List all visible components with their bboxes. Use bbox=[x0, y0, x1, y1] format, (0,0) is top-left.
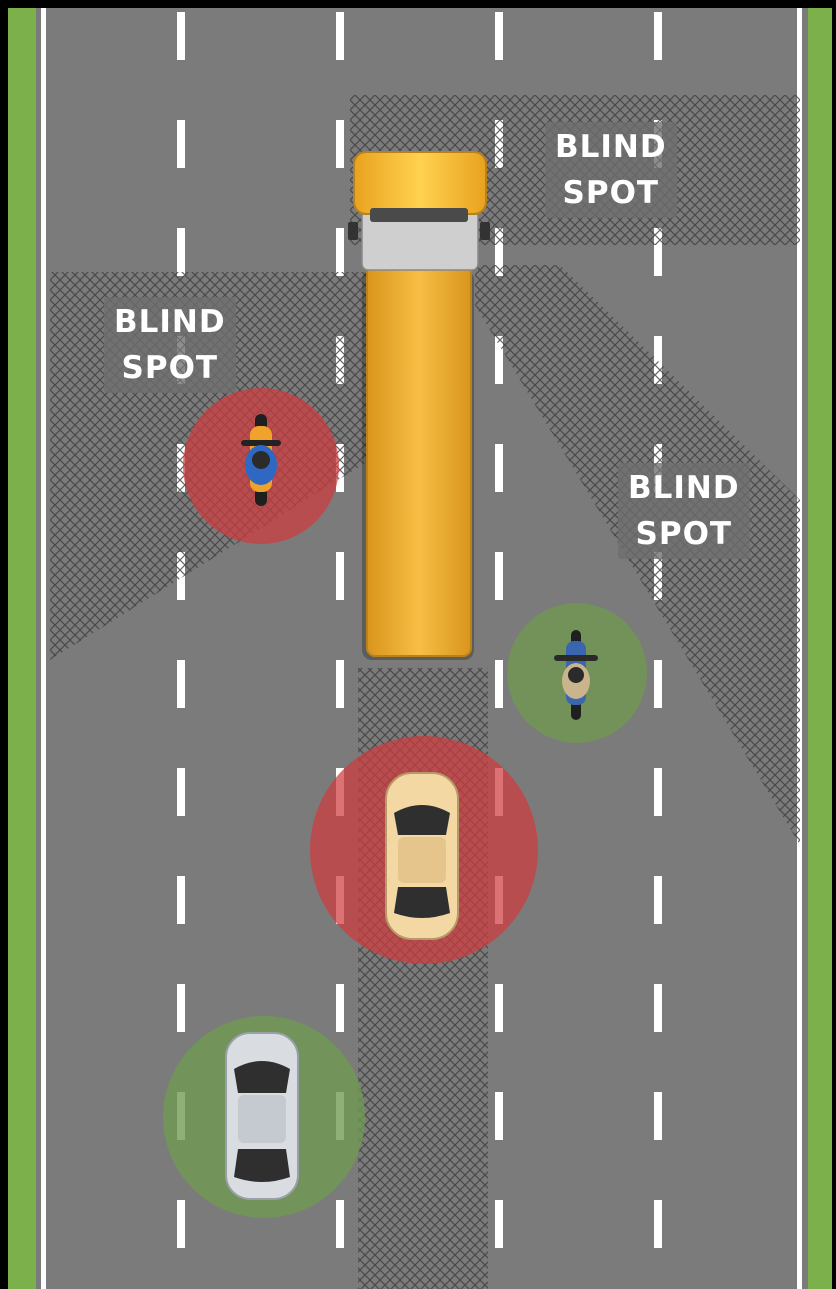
lane-dash bbox=[177, 228, 185, 276]
truck-trailer bbox=[367, 262, 471, 656]
car-beige bbox=[386, 773, 458, 939]
blind-spot-label-left: BLIND SPOT bbox=[104, 297, 236, 393]
blind-spot-label-line2: SPOT bbox=[114, 345, 226, 391]
lane-dash bbox=[654, 12, 662, 60]
lane-dash bbox=[177, 120, 185, 168]
lane-dash bbox=[177, 12, 185, 60]
lane-dash bbox=[336, 12, 344, 60]
lane-dash bbox=[654, 1092, 662, 1140]
blind-spot-label-line2: SPOT bbox=[628, 511, 740, 557]
truck-windshield bbox=[370, 208, 468, 222]
lane-dash bbox=[495, 984, 503, 1032]
lane-dash bbox=[495, 444, 503, 492]
blind-spot-label-line1: BLIND bbox=[114, 299, 226, 345]
lane-dash bbox=[495, 552, 503, 600]
lane-dash bbox=[336, 984, 344, 1032]
lane-dash bbox=[177, 660, 185, 708]
lane-dash bbox=[336, 120, 344, 168]
blind-spot-label-line2: SPOT bbox=[555, 170, 667, 216]
truck-mirror-left bbox=[348, 222, 358, 240]
truck bbox=[348, 152, 490, 660]
lane-dash bbox=[336, 552, 344, 600]
lane-dash bbox=[654, 660, 662, 708]
blind-spot-label-front-right: BLIND SPOT bbox=[545, 122, 677, 218]
truck-mirror-right bbox=[480, 222, 490, 240]
lane-dash bbox=[336, 228, 344, 276]
lane-dash bbox=[654, 984, 662, 1032]
lane-dash bbox=[177, 768, 185, 816]
blind-spot-label-line1: BLIND bbox=[555, 124, 667, 170]
lane-dash bbox=[177, 876, 185, 924]
lane-dash bbox=[177, 984, 185, 1032]
lane-dash bbox=[495, 660, 503, 708]
lane-dash bbox=[336, 660, 344, 708]
left-grass bbox=[8, 8, 36, 1289]
lane-dash bbox=[336, 1200, 344, 1248]
lane-dash bbox=[654, 1200, 662, 1248]
left-edge-line bbox=[41, 8, 46, 1289]
lane-dash bbox=[654, 876, 662, 924]
blind-spot-label-right: BLIND SPOT bbox=[618, 463, 750, 559]
blind-spot-label-line1: BLIND bbox=[628, 465, 740, 511]
right-grass bbox=[808, 8, 832, 1289]
lane-dash bbox=[654, 768, 662, 816]
lane-dash bbox=[495, 1092, 503, 1140]
truck-cab bbox=[354, 152, 486, 214]
lane-dash bbox=[495, 12, 503, 60]
lane-dash bbox=[495, 1200, 503, 1248]
lane-dash bbox=[177, 1200, 185, 1248]
car-silver bbox=[226, 1033, 298, 1199]
